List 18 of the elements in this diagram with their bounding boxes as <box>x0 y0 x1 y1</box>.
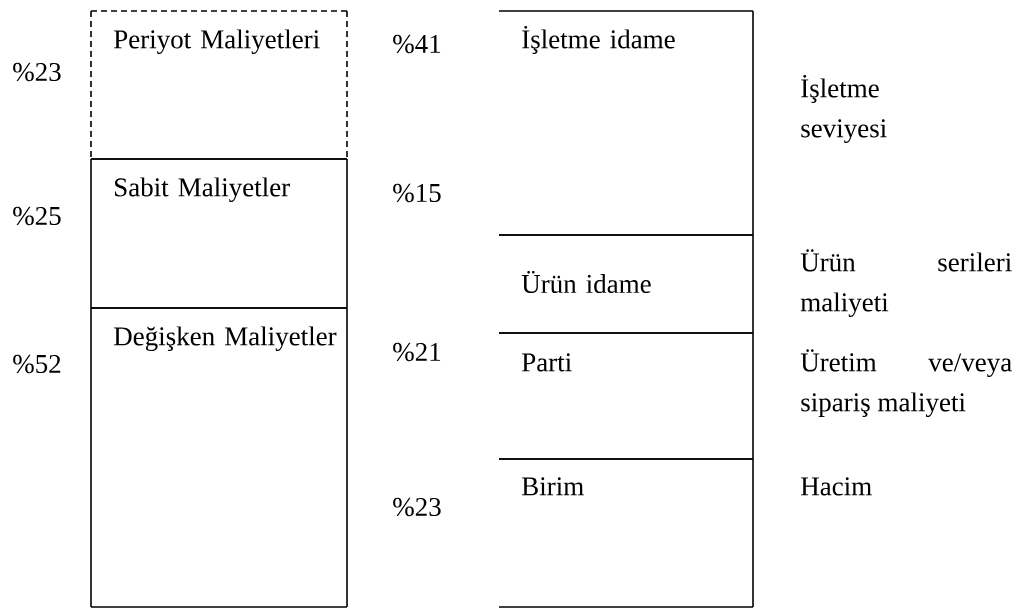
percentage-label: %21 <box>393 342 441 362</box>
cost-box: Periyot Maliyetleri <box>90 10 348 160</box>
percentage-label: %41 <box>393 34 441 54</box>
percentage-label: %25 <box>13 206 61 226</box>
percentage-label: %23 <box>13 62 61 82</box>
description-text: Ürün serileri maliyeti <box>800 249 1012 318</box>
cost-box: Ürün idame <box>498 234 754 334</box>
cost-box: Sabit Maliyetler <box>90 158 348 309</box>
cost-box: Birim <box>498 458 754 608</box>
description-text: Üretim ve/veya sipariş maliyeti <box>800 349 1012 418</box>
description-text: Hacim <box>801 477 872 496</box>
cost-box: Değişken Maliyetler <box>90 307 348 608</box>
cost-box: Parti <box>498 332 754 460</box>
percentage-label: %23 <box>393 497 441 517</box>
percentage-label: %52 <box>13 354 61 374</box>
description-text: İşletme seviyesi <box>801 74 887 144</box>
cost-box: İşletme idame <box>498 10 754 236</box>
percentage-label: %15 <box>393 183 441 203</box>
